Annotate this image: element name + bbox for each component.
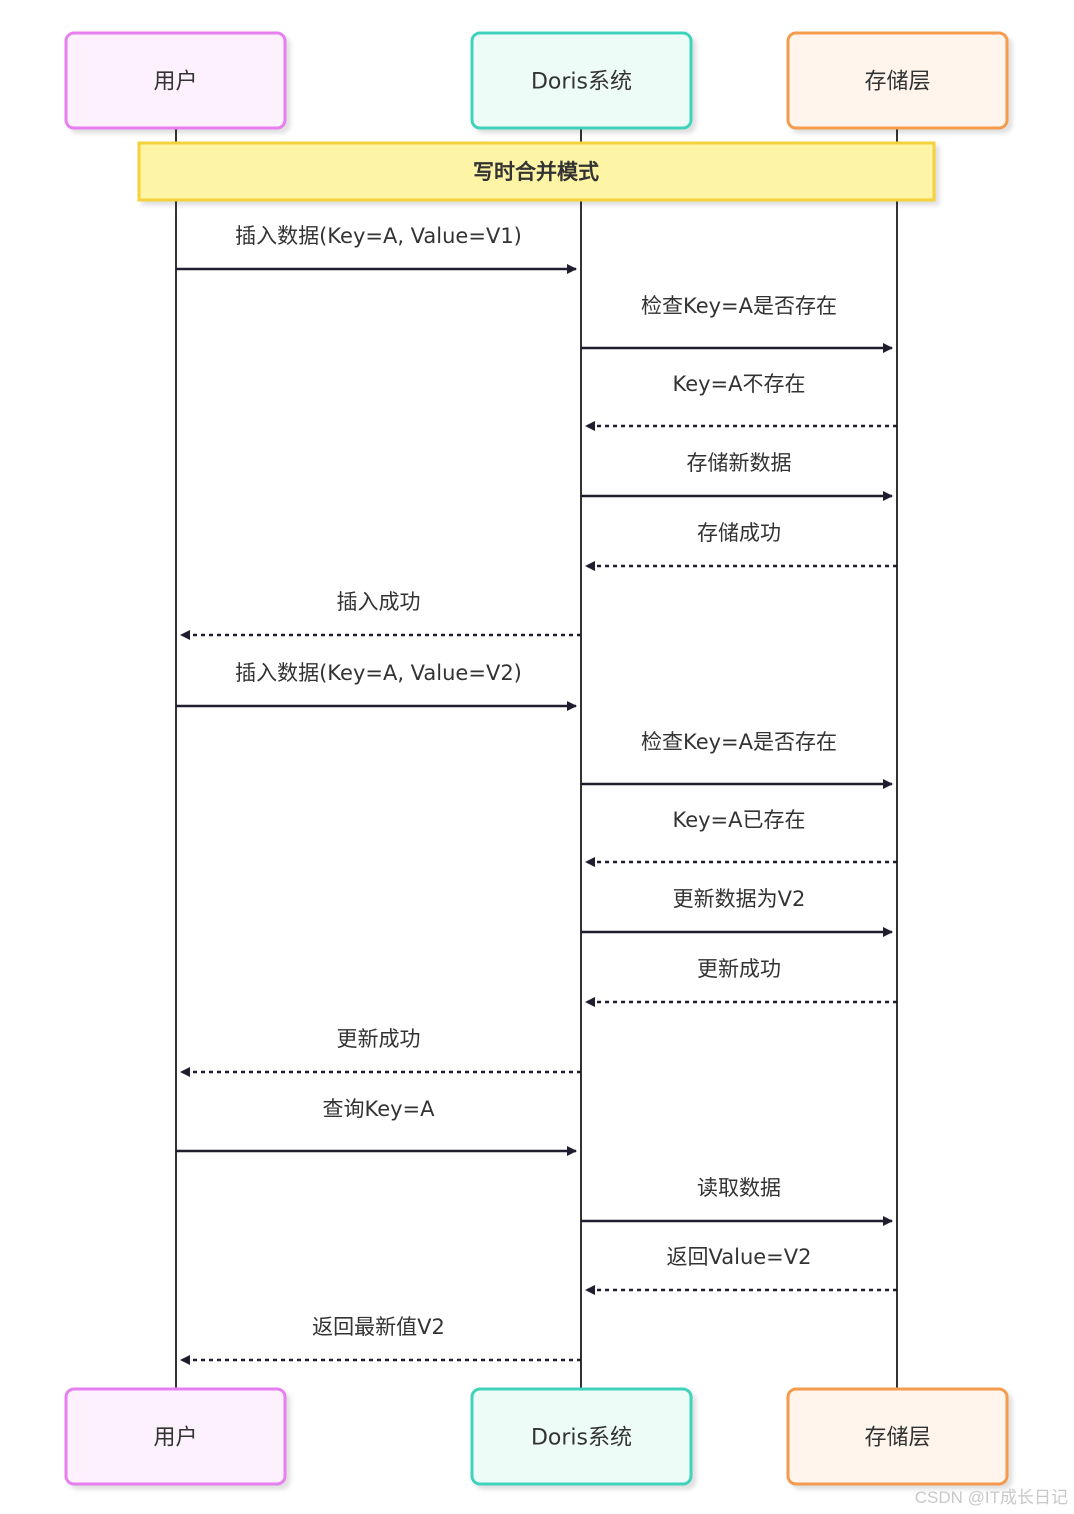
message-1: 插入数据(Key=A, Value=V1): [176, 224, 577, 274]
actor-box: [786, 1387, 1009, 1486]
actor-doris-bottom: Doris系统: [470, 1387, 693, 1486]
message-7: 插入数据(Key=A, Value=V2): [176, 661, 577, 711]
message-label: 返回Value=V2: [667, 1245, 812, 1269]
message-5: 存储成功: [585, 521, 897, 571]
actor-box: [64, 31, 287, 130]
actor-box: [786, 31, 1009, 130]
message-label: Key=A不存在: [672, 372, 805, 396]
message-label: Key=A已存在: [672, 808, 805, 832]
actor-storage-top: 存储层: [786, 31, 1009, 130]
note-box: [137, 141, 936, 202]
message-12: 更新成功: [180, 1027, 581, 1077]
actor-label: 存储层: [864, 70, 930, 95]
message-3: Key=A不存在: [585, 372, 897, 431]
actor-box: [64, 1387, 287, 1486]
message-label: 查询Key=A: [322, 1097, 435, 1121]
message-15: 返回Value=V2: [585, 1245, 897, 1295]
message-label: 存储成功: [697, 521, 781, 545]
message-label: 更新成功: [697, 957, 781, 981]
message-label: 检查Key=A是否存在: [641, 730, 837, 754]
message-label: 返回最新值V2: [312, 1315, 445, 1339]
message-label: 插入数据(Key=A, Value=V1): [235, 224, 522, 248]
actor-doris-top: Doris系统: [470, 31, 693, 130]
message-label: 读取数据: [697, 1176, 781, 1200]
message-9: Key=A已存在: [585, 808, 897, 867]
message-11: 更新成功: [585, 957, 897, 1007]
actor-box: [470, 31, 693, 130]
message-label: 检查Key=A是否存在: [641, 294, 837, 318]
actor-storage-bottom: 存储层: [786, 1387, 1009, 1486]
message-label: 更新成功: [337, 1027, 421, 1051]
message-label: 插入成功: [337, 590, 421, 614]
message-label: 存储新数据: [687, 451, 792, 475]
message-14: 读取数据: [581, 1176, 893, 1226]
actor-user-top: 用户: [64, 31, 287, 130]
message-label: 插入数据(Key=A, Value=V2): [235, 661, 522, 685]
watermark: CSDN @IT成长日记: [914, 1488, 1068, 1507]
message-2: 检查Key=A是否存在: [581, 294, 893, 353]
message-16: 返回最新值V2: [180, 1315, 581, 1365]
actor-label: 存储层: [864, 1426, 930, 1451]
actor-label: 用户: [153, 1426, 197, 1451]
actor-user-bottom: 用户: [64, 1387, 287, 1486]
actor-label: Doris系统: [531, 70, 632, 95]
note-merge-on-write: 写时合并模式: [137, 141, 936, 202]
message-4: 存储新数据: [581, 451, 893, 501]
message-6: 插入成功: [180, 590, 581, 640]
note-label: 写时合并模式: [473, 160, 599, 184]
message-8: 检查Key=A是否存在: [581, 730, 893, 789]
actor-label: 用户: [153, 70, 197, 95]
message-10: 更新数据为V2: [581, 887, 893, 937]
message-label: 更新数据为V2: [673, 887, 806, 911]
actor-label: Doris系统: [531, 1426, 632, 1451]
message-13: 查询Key=A: [176, 1097, 577, 1156]
actor-box: [470, 1387, 693, 1486]
